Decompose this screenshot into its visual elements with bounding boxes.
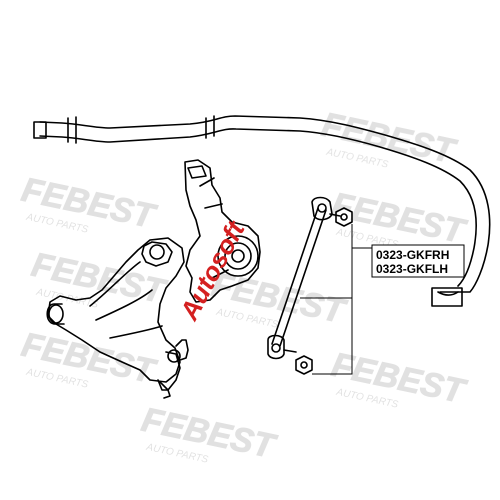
watermark-brand: FEBEST	[328, 346, 470, 412]
part-code-left: 0323-GKFLH	[376, 262, 448, 276]
leader-lines	[300, 224, 372, 375]
lower-control-arm	[46, 237, 185, 399]
watermark-brand: FEBEST	[18, 171, 160, 237]
watermark-brand: FEBEST	[138, 401, 280, 467]
watermark-brand: FEBEST	[318, 106, 460, 172]
watermark-brand: FEBEST	[328, 186, 470, 252]
steering-knuckle	[184, 159, 261, 303]
ball-joint	[175, 339, 189, 361]
lower-nut	[295, 355, 313, 375]
upper-nut	[335, 207, 353, 227]
part-label-box: 0323-GKFRH 0323-GKFLH	[371, 244, 465, 278]
stabilizer-bar	[33, 115, 491, 307]
watermark-brand: FEBEST	[18, 326, 160, 392]
watermark-layer: FEBEST AUTO PARTS FEBEST AUTO PARTS FEBE…	[18, 105, 471, 467]
part-code-right: 0323-GKFRH	[376, 248, 449, 262]
stabilizer-link	[267, 196, 341, 360]
